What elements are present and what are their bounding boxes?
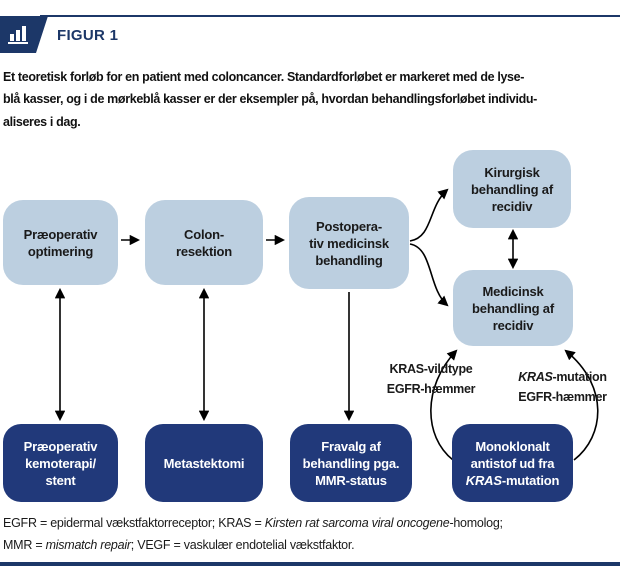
arrow-monoklonalt-medicinsk-left [430,349,458,461]
bar-chart-icon [7,25,31,45]
arrow-postop-medicinsk [409,243,449,307]
arrow-monoklonalt-medicinsk-right [564,349,599,461]
flowchart-arrows [54,188,599,461]
arrow-postop-kirurgisk [409,188,449,242]
figure-title: FIGUR 1 [57,27,119,44]
bottom-rule [0,562,620,566]
figure-tab [0,16,48,53]
figure-caption: Et teoretisk forløb for en patient med c… [3,70,537,129]
box-metastektomi: Metastektomi [145,424,263,502]
header-top-rule [40,15,620,17]
box-colon-resektion: Colon-resektion [145,200,263,285]
abbreviation-footnote: EGFR = epidermal vækstfaktorreceptor; KR… [3,516,503,552]
